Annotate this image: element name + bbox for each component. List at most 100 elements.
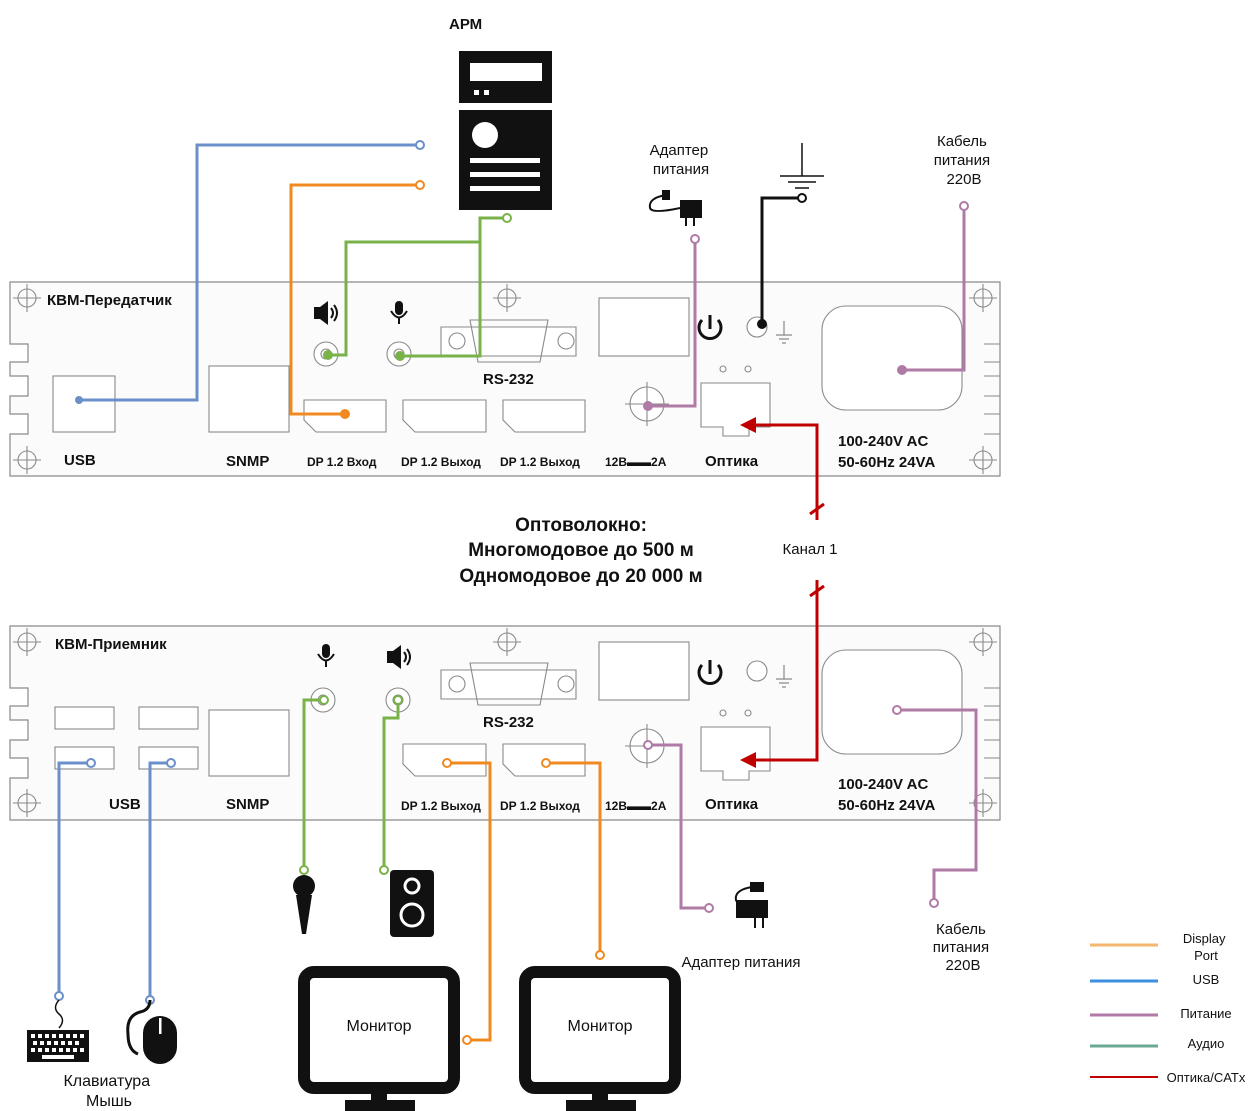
mount-hole-icon bbox=[13, 628, 997, 817]
dp-out2-label: DP 1.2 Выход bbox=[500, 455, 580, 469]
ac-power-cable bbox=[902, 206, 966, 372]
power-adapter-cable bbox=[648, 743, 709, 910]
mic-cable bbox=[302, 698, 324, 870]
fiber-cable bbox=[752, 423, 825, 762]
ac-inlet bbox=[821, 305, 963, 411]
ac-label-line2: 50-60Hz 24VA bbox=[838, 797, 935, 814]
power-adapter-icon bbox=[648, 190, 702, 226]
rs232-port bbox=[440, 319, 577, 363]
monitor2-label: Монитор bbox=[567, 1018, 632, 1035]
legend-label-audio: Аудио bbox=[1188, 1036, 1225, 1051]
fiber-title: Оптоволокно: bbox=[515, 515, 647, 536]
speaker-icon bbox=[387, 645, 411, 669]
bottom-cables bbox=[57, 698, 978, 1042]
speaker-cable bbox=[382, 700, 400, 870]
mouse-usb-cable bbox=[148, 761, 171, 1000]
usb-port bbox=[54, 746, 115, 770]
optics-label: Оптика bbox=[705, 796, 759, 813]
legend-label-usb: USB bbox=[1193, 972, 1220, 987]
dc-power-label: 12В▬▬2А bbox=[605, 455, 667, 469]
usb-port bbox=[52, 375, 116, 433]
usb-port bbox=[138, 706, 199, 730]
speaker-icon bbox=[314, 301, 338, 325]
keyboard-mouse-label: Клавиатура Мышь bbox=[63, 1073, 154, 1110]
arrow-icon bbox=[740, 752, 756, 768]
snmp-port bbox=[208, 365, 290, 433]
dp-in-label: DP 1.2 Вход bbox=[307, 455, 377, 469]
dc-power-label: 12В▬▬2А bbox=[605, 799, 667, 813]
snmp-port bbox=[208, 709, 290, 777]
receiver-title: КВМ-Приемник bbox=[55, 636, 167, 653]
ground-cable bbox=[760, 196, 802, 324]
display-window bbox=[598, 641, 690, 701]
top-cables bbox=[79, 143, 966, 416]
adapter-label-bottom: Адаптер питания bbox=[681, 954, 800, 971]
dp-cable bbox=[289, 183, 420, 416]
legend-label-optics: Оптика/CATx bbox=[1167, 1070, 1246, 1085]
power-button-icon bbox=[697, 315, 723, 340]
receiver-panel: КВМ-Приемник USB SNMP RS-232 DP 1.2 Выхо… bbox=[9, 625, 1001, 821]
dp-out2-label: DP 1.2 Выход bbox=[500, 799, 580, 813]
panel-ears bbox=[984, 343, 1000, 435]
ground-symbol-icon bbox=[776, 665, 792, 688]
legend-label-power: Питание bbox=[1180, 1006, 1231, 1021]
cable-label-bottom: Кабель питания 220В bbox=[933, 921, 994, 974]
mic-cable bbox=[400, 242, 482, 358]
optics-port bbox=[700, 726, 771, 781]
transmitter-panel: КВМ-Передатчик USB SNMP RS-232 DP 1.2 Вх… bbox=[9, 281, 1001, 477]
cable-label-top: Кабель питания 220В bbox=[934, 133, 995, 188]
pc-label: АРМ bbox=[449, 16, 482, 33]
power-adapter-icon bbox=[734, 882, 768, 928]
optics-label: Оптика bbox=[705, 453, 759, 470]
monitor2-dp-cable bbox=[546, 761, 602, 955]
channel-label: Канал 1 bbox=[783, 541, 838, 558]
ac-label-line2: 50-60Hz 24VA bbox=[838, 454, 935, 471]
snmp-label: SNMP bbox=[226, 796, 269, 813]
ground-terminal bbox=[746, 660, 768, 682]
rs232-port bbox=[440, 662, 577, 706]
usb-cable bbox=[79, 143, 420, 402]
snmp-label: SNMP bbox=[226, 453, 269, 470]
dp-out1-label: DP 1.2 Выход bbox=[401, 799, 481, 813]
monitor-icon bbox=[519, 966, 681, 1111]
display-window bbox=[598, 297, 690, 357]
audio-cable bbox=[328, 216, 507, 357]
ac-label-line1: 100-240V AC bbox=[838, 776, 928, 793]
keyboard-icon bbox=[27, 999, 89, 1062]
monitor-icon bbox=[298, 966, 460, 1111]
microphone-icon bbox=[317, 644, 335, 667]
earth-ground-icon bbox=[780, 143, 824, 189]
adapter-label-top: Адаптер питания bbox=[650, 142, 713, 178]
handheld-microphone-icon bbox=[293, 875, 315, 934]
legend: Display Port USB Питание Аудио Оптика/CA… bbox=[1090, 931, 1246, 1085]
keyboard-usb-cable bbox=[57, 761, 91, 996]
ac-inlet bbox=[821, 649, 963, 755]
computer-tower-icon bbox=[459, 51, 552, 210]
power-button-icon bbox=[697, 660, 723, 685]
arrow-icon bbox=[740, 417, 756, 433]
monitor1-dp-cable bbox=[447, 761, 492, 1042]
legend-label-displayport: Display Port bbox=[1183, 931, 1229, 963]
mount-hole-icon bbox=[13, 284, 997, 474]
power-adapter-cable bbox=[648, 239, 697, 408]
ac-label-line1: 100-240V AC bbox=[838, 433, 928, 450]
dp-out1-port bbox=[402, 399, 487, 433]
panel-ears bbox=[984, 687, 1000, 779]
mouse-icon bbox=[126, 999, 177, 1064]
dp-out2-port bbox=[502, 399, 586, 433]
speaker-device-icon bbox=[390, 870, 434, 937]
usb-label: USB bbox=[109, 796, 141, 813]
fiber-singlemode: Одномодовое до 20 000 м bbox=[459, 566, 702, 587]
usb-label: USB bbox=[64, 452, 96, 469]
ground-symbol-icon bbox=[776, 321, 792, 344]
usb-port bbox=[54, 706, 115, 730]
microphone-icon bbox=[390, 301, 408, 324]
transmitter-title: КВМ-Передатчик bbox=[47, 292, 172, 309]
dp-out1-label: DP 1.2 Выход bbox=[401, 455, 481, 469]
fiber-multimode: Многомодовое до 500 м bbox=[468, 540, 694, 561]
ac-power-cable bbox=[897, 708, 978, 903]
rs232-label: RS-232 bbox=[483, 714, 534, 731]
rs232-label: RS-232 bbox=[483, 371, 534, 388]
monitor1-label: Монитор bbox=[346, 1018, 411, 1035]
